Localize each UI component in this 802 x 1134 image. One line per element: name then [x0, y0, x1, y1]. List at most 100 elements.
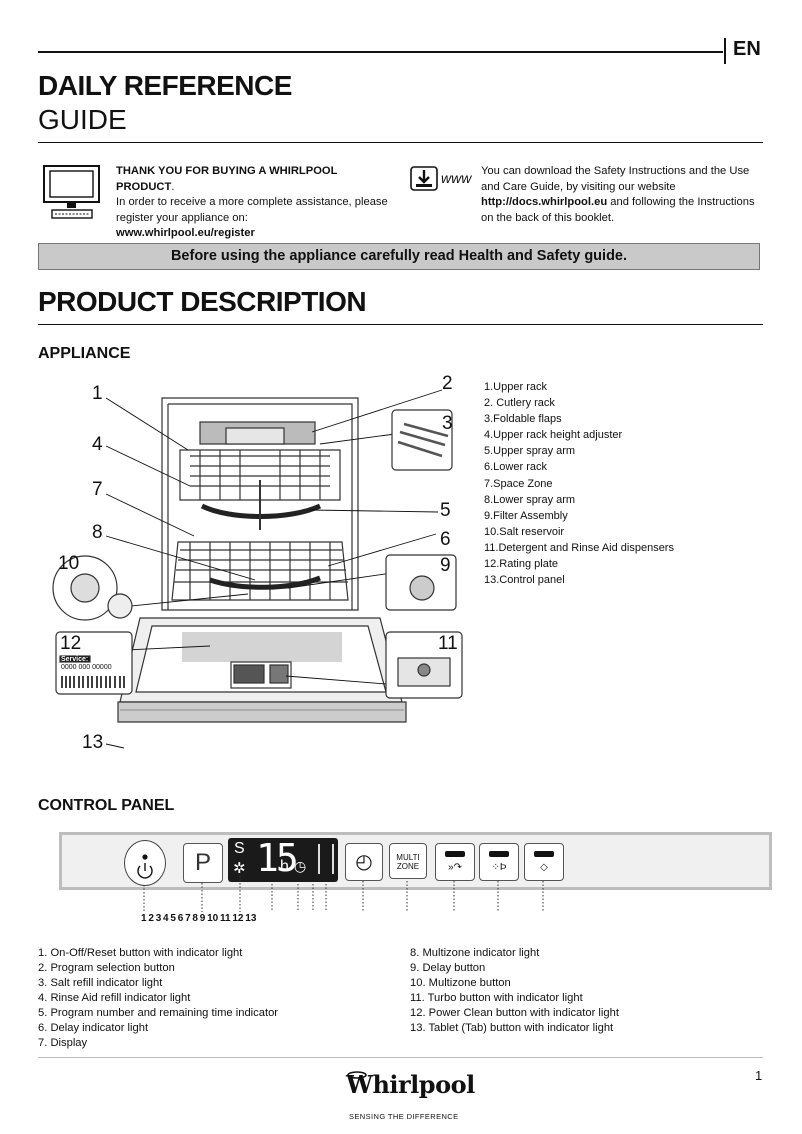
callout-5: 5 [440, 500, 451, 521]
part-item: 11.Detergent and Rinse Aid dispensers [484, 541, 674, 554]
tablet-icon: ◇ [540, 862, 548, 873]
callout-10: 10 [58, 553, 80, 574]
page-title: DAILY REFERENCE [38, 70, 292, 101]
multizone-label-1: MULTI [396, 853, 420, 862]
part-item: 10.Salt reservoir [484, 525, 565, 538]
title-rule [38, 142, 763, 143]
cp-num: 8 [192, 913, 198, 924]
tablet-indicator-light [534, 851, 554, 857]
intro-left-line3: register your appliance on: [116, 211, 248, 224]
display: S ✲ 15 h ◷ [228, 836, 338, 882]
part-item: 4.Upper rack height adjuster [484, 429, 623, 442]
intro-thanks: THANK YOU FOR BUYING A WHIRLPOOL PRODUCT [116, 165, 338, 193]
legend-item: 12. Power Clean button with indicator li… [410, 1007, 619, 1019]
callout-2: 2 [442, 373, 453, 394]
part-item: 6.Lower rack [484, 461, 547, 474]
power-clean-button[interactable]: ⁘Þ [479, 843, 519, 881]
cp-num: 4 [163, 913, 169, 924]
turbo-button[interactable]: »↷ [435, 843, 475, 881]
delay-indicator-icon: ◷ [294, 858, 307, 874]
cp-num: 7 [185, 913, 191, 924]
intro-left: THANK YOU FOR BUYING A WHIRLPOOL PRODUCT… [116, 164, 396, 242]
section-title: PRODUCT DESCRIPTION [38, 286, 367, 317]
control-panel-heading: CONTROL PANEL [38, 797, 175, 814]
part-item: 12.Rating plate [484, 558, 558, 571]
page-subtitle: GUIDE [38, 104, 127, 135]
monitor-icon [42, 164, 102, 225]
footer-rule [38, 1057, 763, 1058]
cp-num: 12 [232, 913, 244, 924]
cp-num: 13 [245, 913, 257, 924]
lang-label: EN [733, 38, 761, 60]
power-clean-indicator-light [489, 851, 509, 857]
callout-11: 11 [438, 633, 458, 654]
rating-plate-service: Service: [61, 656, 89, 663]
part-item: 13.Control panel [484, 574, 565, 587]
callout-12: 12 [60, 633, 82, 654]
part-item: 8.Lower spray arm [484, 493, 576, 506]
callout-7: 7 [92, 479, 103, 500]
brand-swirl-icon [347, 1066, 367, 1084]
www-icon-text: www [441, 170, 472, 186]
part-item: 3.Foldable flaps [484, 413, 562, 426]
lang-divider [724, 38, 726, 64]
cp-num: 9 [199, 913, 206, 924]
intro-left-line2: In order to receive a more complete assi… [116, 196, 388, 208]
part-item: 9.Filter Assembly [484, 509, 568, 522]
power-clean-icon: ⁘Þ [491, 862, 507, 873]
brand-logo: Whirlpool [346, 1070, 475, 1099]
program-button[interactable]: P [183, 843, 223, 883]
intro-right-line4: on the back of this booklet. [481, 211, 615, 224]
intro-period: . [171, 180, 175, 193]
register-link[interactable]: www.whirlpool.eu/register [116, 227, 255, 239]
cp-num: 2 [148, 913, 154, 924]
download-icon [410, 166, 440, 197]
cp-num: 3 [155, 913, 162, 924]
cp-num: 5 [170, 913, 176, 924]
legend-item: 8. Multizone indicator light [410, 947, 540, 959]
tablet-button[interactable]: ◇ [524, 843, 564, 881]
top-rule [38, 51, 723, 53]
multizone-button[interactable]: MULTI ZONE [389, 843, 427, 879]
legend-right: 8. Multizone indicator light 9. Delay bu… [410, 946, 619, 1036]
cp-num: 11 [220, 913, 231, 924]
part-item: 2. Cutlery rack [484, 397, 555, 410]
intro-right-line1: You can download the Safety Instructions… [481, 165, 750, 177]
control-panel-leaders [143, 876, 544, 912]
intro-right-line3: and following the Instructions [607, 196, 755, 208]
legend-item: 2. Program selection button [38, 962, 175, 974]
turbo-indicator-light [445, 851, 465, 857]
rating-plate-code: 0000 000 00000 [61, 664, 112, 671]
legend-item: 4. Rinse Aid refill indicator light [38, 992, 191, 1004]
safety-banner: Before using the appliance carefully rea… [38, 243, 760, 270]
parts-list: 1.Upper rack 2. Cutlery rack 3.Foldable … [484, 379, 674, 588]
intro-right-line2: and Care Guide, by visiting our website [481, 180, 676, 193]
delay-button[interactable]: ◴ [345, 843, 383, 881]
control-panel-numbers: 1 2 3 4 5 6 7 8 9 10 11 12 13 [141, 913, 256, 924]
callout-1: 1 [92, 383, 103, 404]
legend-item: 13. Tablet (Tab) button with indicator l… [410, 1022, 614, 1034]
program-label: P [194, 849, 211, 876]
cp-num: 6 [177, 913, 184, 924]
cp-num: 1 [141, 913, 147, 924]
salt-indicator: S [234, 840, 245, 857]
legend-item: 7. Display [38, 1037, 88, 1049]
power-icon [137, 854, 153, 879]
program-number-display: 15 [256, 836, 299, 880]
appliance-heading: APPLIANCE [38, 345, 131, 362]
multizone-label-2: ZONE [396, 862, 420, 871]
callout-13: 13 [82, 732, 104, 753]
callout-9: 9 [440, 555, 451, 576]
power-button[interactable] [124, 840, 166, 886]
dishwasher-illustration [50, 370, 470, 775]
legend-item: 6. Delay indicator light [38, 1022, 149, 1034]
part-item: 1.Upper rack [484, 381, 547, 393]
safety-banner-text: Before using the appliance carefully rea… [170, 248, 628, 264]
part-item: 5.Upper spray arm [484, 445, 576, 458]
display-hours-unit: h [280, 858, 289, 875]
docs-link[interactable]: http://docs.whirlpool.eu [481, 196, 608, 208]
part-item: 7.Space Zone [484, 477, 553, 490]
legend-item: 3. Salt refill indicator light [38, 977, 163, 989]
cp-num: 10 [207, 913, 219, 924]
rinse-aid-icon: ✲ [233, 860, 246, 877]
